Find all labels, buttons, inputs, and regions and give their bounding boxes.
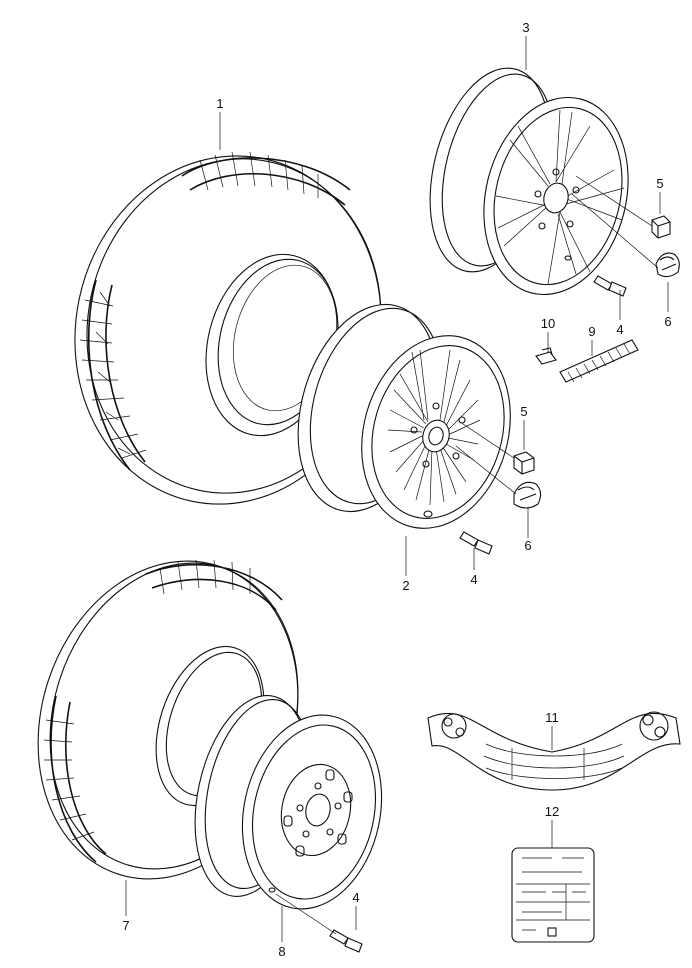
label-part-4-mid: 4: [470, 572, 477, 587]
alloy-wheel-back: [429, 67, 629, 296]
label-sticker: [511, 847, 595, 943]
wheel-clip-mid: [513, 481, 542, 509]
label-part-5-mid: 5: [520, 404, 527, 419]
valve-bottom: [329, 929, 363, 953]
wheel-clip-top: [655, 252, 680, 278]
valve-top: [593, 275, 627, 297]
label-part-4-bottom: 4: [352, 890, 359, 905]
balance-clip: [535, 347, 557, 365]
label-part-1: 1: [216, 96, 223, 111]
label-part-5-top: 5: [656, 176, 663, 191]
label-part-11: 11: [545, 710, 559, 725]
weight-strip: [559, 339, 639, 383]
wheel-nut-top: [651, 215, 671, 239]
label-part-12: 12: [545, 804, 559, 819]
label-part-9: 9: [588, 324, 595, 339]
label-part-6-mid: 6: [524, 538, 531, 553]
wheel-nut-mid: [513, 451, 535, 475]
label-part-6-top: 6: [664, 314, 671, 329]
label-part-7: 7: [122, 918, 129, 933]
label-part-10: 10: [541, 316, 555, 331]
valve-mid: [459, 531, 493, 555]
leader-lines: [125, 36, 669, 942]
part-labels: 1 3 5 6 10 9 4 5 6 4 2 11 12 7 4 8: [122, 20, 671, 959]
label-part-3: 3: [522, 20, 529, 35]
label-part-2: 2: [402, 578, 409, 593]
steel-wheel: [194, 695, 383, 910]
tool-tray: [427, 711, 681, 791]
label-part-8: 8: [278, 944, 285, 959]
alloy-wheel-front: [297, 303, 511, 529]
label-part-4-top: 4: [616, 322, 623, 337]
